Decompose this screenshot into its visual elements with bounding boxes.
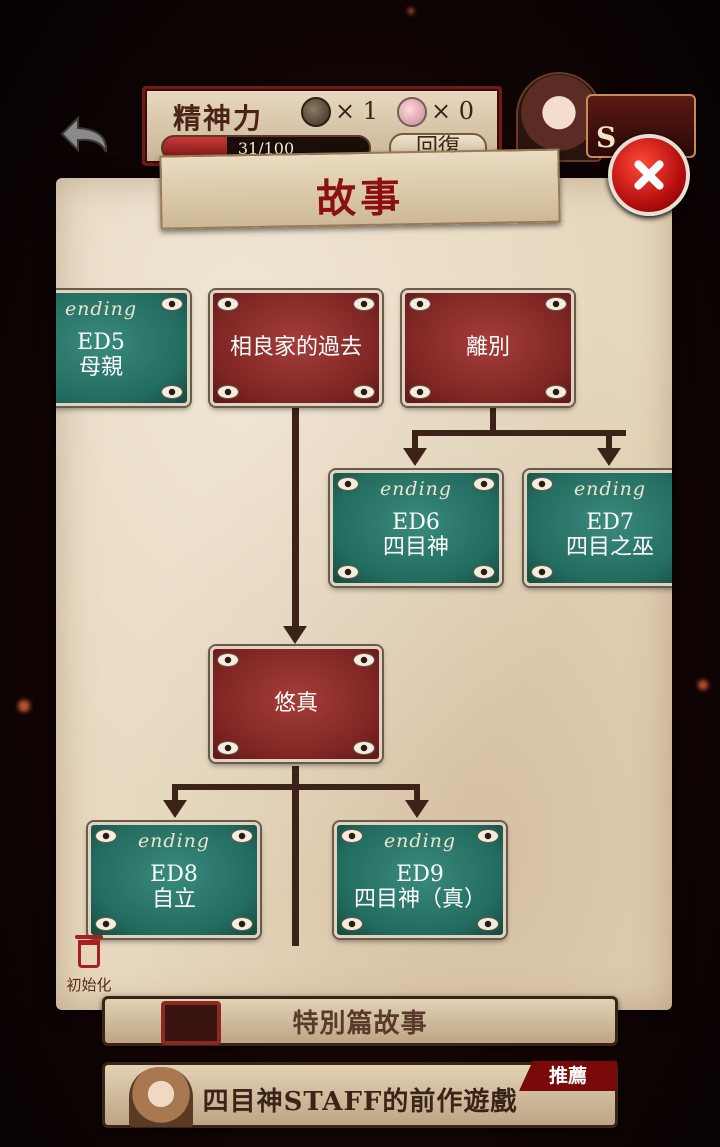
ending-code: ED6 — [392, 509, 440, 535]
story-node-sagara-past[interactable]: 相良家的過去 — [210, 290, 382, 406]
story-node-ed7[interactable]: ending ED7 四目之巫 — [524, 470, 672, 586]
ending-name: 四目之巫 — [565, 535, 654, 560]
connector-line — [172, 784, 420, 790]
ember-particle — [698, 680, 708, 690]
connector-line — [292, 766, 299, 946]
eye-corner-icon — [473, 477, 495, 491]
ending-name: 四目神（真） — [353, 887, 486, 912]
eye-corner-icon — [353, 741, 375, 755]
eye-corner-icon — [409, 297, 431, 311]
eye-corner-icon — [531, 565, 553, 579]
connector-arrow — [283, 626, 307, 644]
eye-corner-icon — [95, 917, 117, 931]
eye-corner-icon — [217, 653, 239, 667]
reset-label: 初始化 — [66, 976, 112, 994]
eye-corner-icon — [337, 477, 359, 491]
eye-corner-icon — [545, 297, 567, 311]
ending-label: ending — [573, 478, 647, 500]
story-flowchart: ending ED5 母親 相良家的過去 離別 ending ED6 四目神 e… — [56, 270, 672, 950]
ending-code: ED8 — [150, 861, 198, 887]
eye-corner-icon — [217, 741, 239, 755]
connector-line — [172, 784, 178, 804]
recommend-badge: 推薦 — [519, 1061, 617, 1091]
eye-corner-icon — [473, 565, 495, 579]
connector-line — [292, 408, 299, 630]
connector-line — [412, 430, 418, 452]
eye-corner-icon — [217, 297, 239, 311]
eye-corner-icon — [337, 565, 359, 579]
eye-corner-icon — [217, 385, 239, 399]
item2-count: × 0 — [431, 97, 475, 125]
eye-corner-icon — [95, 829, 117, 843]
connector-arrow — [163, 800, 187, 818]
special-story-label: 特別篇故事 — [292, 1009, 428, 1039]
connector-line — [412, 430, 626, 436]
mental-power-title: 精神力 — [173, 102, 264, 135]
eye-corner-icon — [353, 653, 375, 667]
story-node-ed9[interactable]: ending ED9 四目神（真） — [334, 822, 506, 938]
story-node-yuma[interactable]: 悠真 — [210, 646, 382, 762]
node-title: 相良家的過去 — [229, 335, 362, 361]
eye-corner-icon — [531, 477, 553, 491]
connector-arrow — [405, 800, 429, 818]
ending-label: ending — [64, 298, 138, 320]
eye-corner-icon — [477, 917, 499, 931]
close-icon[interactable] — [608, 134, 690, 216]
ending-code: ED5 — [77, 329, 125, 355]
ending-name: 四目神 — [382, 535, 449, 560]
mental-power-bar-fill — [163, 137, 227, 159]
connector-line — [414, 784, 420, 804]
eye-corner-icon — [161, 297, 183, 311]
previous-game-label: 四目神STAFF的前作遊戲 — [202, 1087, 518, 1117]
ember-particle — [18, 700, 30, 712]
ending-label: ending — [379, 478, 453, 500]
story-node-ed5[interactable]: ending ED5 母親 — [56, 290, 190, 406]
eye-corner-icon — [231, 829, 253, 843]
eye-corner-icon — [231, 917, 253, 931]
back-arrow-icon[interactable] — [56, 104, 120, 168]
node-title: 悠真 — [273, 691, 318, 717]
ointment-item-icon — [301, 97, 331, 127]
eye-corner-icon — [341, 917, 363, 931]
ending-label: ending — [137, 830, 211, 852]
ending-code: ED9 — [396, 861, 444, 887]
dango-item-icon — [397, 97, 427, 127]
ending-name: 母親 — [78, 355, 123, 380]
connector-line — [606, 430, 612, 452]
item1-count: × 1 — [335, 97, 379, 125]
film-icon — [161, 1001, 221, 1045]
trash-icon — [75, 935, 103, 968]
eye-corner-icon — [353, 297, 375, 311]
special-story-button[interactable]: 特別篇故事 — [102, 996, 618, 1046]
eye-corner-icon — [353, 385, 375, 399]
reset-button[interactable]: 初始化 — [62, 935, 116, 1000]
story-node-parting[interactable]: 離別 — [402, 290, 574, 406]
ending-label: ending — [383, 830, 457, 852]
eye-corner-icon — [161, 385, 183, 399]
ending-name: 自立 — [151, 887, 196, 912]
story-node-ed6[interactable]: ending ED6 四目神 — [330, 470, 502, 586]
node-title: 離別 — [465, 335, 510, 361]
story-title-ribbon: 故事 — [159, 148, 561, 230]
previous-game-button[interactable]: 四目神STAFF的前作遊戲 推薦 — [102, 1061, 618, 1128]
story-node-ed8[interactable]: ending ED8 自立 — [88, 822, 260, 938]
connector-line — [490, 408, 496, 434]
eye-corner-icon — [545, 385, 567, 399]
eye-corner-icon — [341, 829, 363, 843]
connector-arrow — [403, 448, 427, 466]
girl-portrait-icon — [129, 1067, 193, 1127]
connector-arrow — [597, 448, 621, 466]
eye-corner-icon — [409, 385, 431, 399]
panel-title: 故事 — [315, 174, 405, 223]
ember-particle — [408, 8, 414, 14]
eye-corner-icon — [477, 829, 499, 843]
shop-label: S — [596, 121, 617, 154]
ending-code: ED7 — [586, 509, 634, 535]
